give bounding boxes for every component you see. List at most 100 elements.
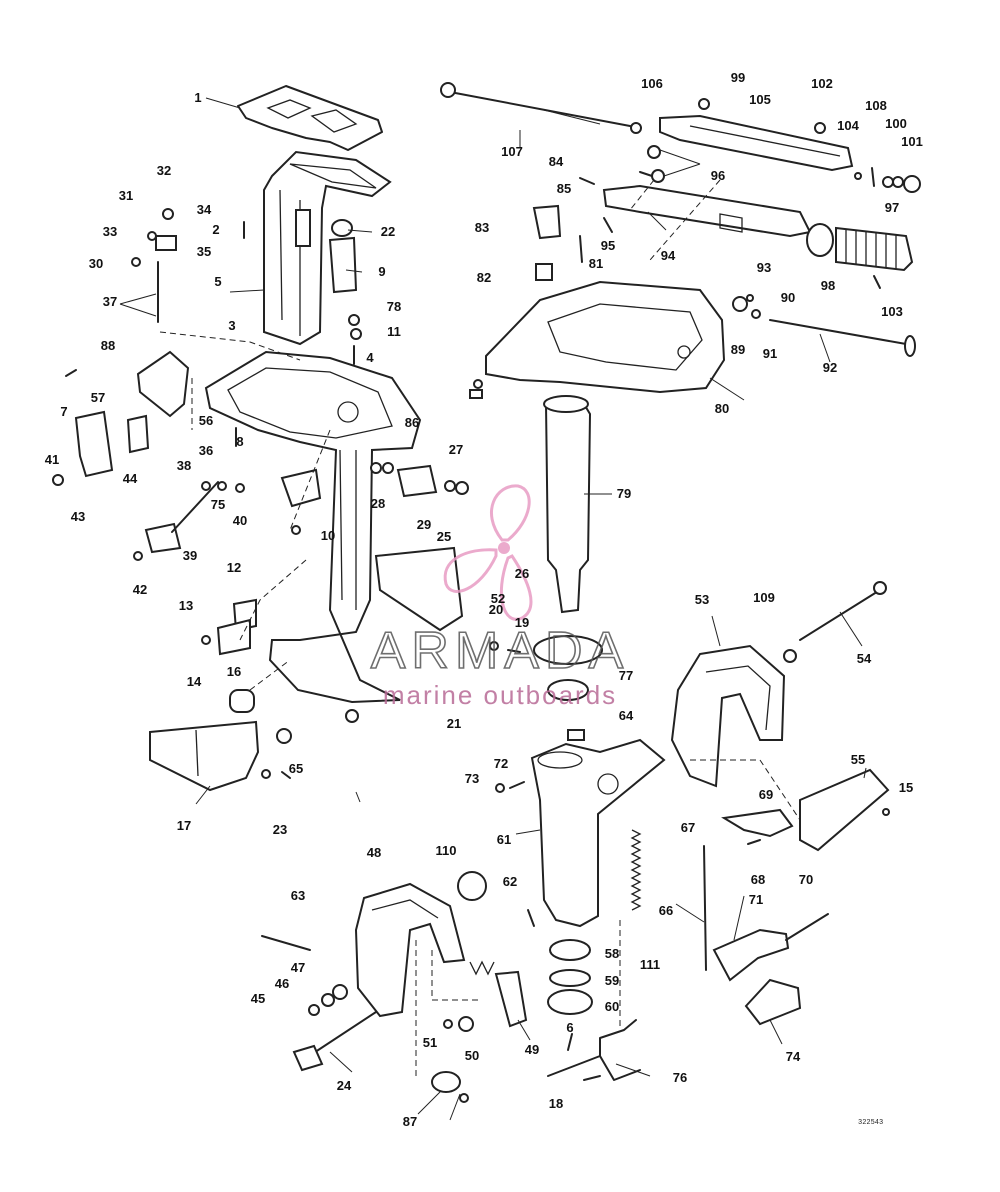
armada-watermark: ARMADA marine outboards: [370, 484, 629, 710]
part-midsection: [204, 350, 422, 704]
callout-55: 55: [851, 752, 865, 767]
callout-95: 95: [601, 238, 615, 253]
callout-5: 5: [214, 274, 221, 289]
callout-45: 45: [251, 991, 265, 1006]
callout-23: 23: [273, 822, 287, 837]
callout-67: 67: [681, 820, 695, 835]
callout-51: 51: [423, 1035, 437, 1050]
part-cam-bracket: [74, 410, 114, 478]
part-cam: [136, 350, 190, 418]
callout-38: 38: [177, 458, 191, 473]
part-mount-link: [126, 414, 150, 454]
part-clamp-ring: [533, 635, 603, 665]
callout-14: 14: [187, 674, 202, 689]
callout-48: 48: [367, 845, 381, 860]
callout-54: 54: [857, 651, 872, 666]
part-stern-bracket-right: [670, 644, 786, 788]
callout-102: 102: [811, 76, 833, 91]
callout-29: 29: [417, 517, 431, 532]
part-latch: [744, 978, 802, 1026]
callout-7: 7: [60, 404, 67, 419]
part-o-ring: [549, 969, 591, 987]
callout-81: 81: [589, 256, 603, 271]
callout-37: 37: [103, 294, 117, 309]
callout-50: 50: [465, 1048, 479, 1063]
callout-86: 86: [405, 415, 419, 430]
callout-111: 111: [640, 957, 660, 972]
watermark-brand: ARMADA: [371, 622, 629, 680]
callout-31: 31: [119, 188, 133, 203]
callout-25: 25: [437, 529, 451, 544]
callout-60: 60: [605, 999, 619, 1014]
part-stern-bracket-left: [354, 882, 466, 1018]
part-mount-plate: [280, 468, 322, 508]
part-steering-housing: [530, 738, 666, 928]
callout-24: 24: [337, 1078, 352, 1093]
callout-64: 64: [619, 708, 634, 723]
callout-17: 17: [177, 818, 191, 833]
callout-108: 108: [865, 98, 887, 113]
callout-91: 91: [763, 346, 777, 361]
callout-56: 56: [199, 413, 213, 428]
part-gasket: [237, 85, 383, 151]
watermark-tagline: marine outboards: [383, 680, 617, 710]
callout-39: 39: [183, 548, 197, 563]
callout-88: 88: [101, 338, 115, 353]
callout-10: 10: [321, 528, 335, 543]
propeller-blade-top: [490, 484, 531, 542]
callout-100: 100: [885, 116, 907, 131]
part-water-tube: [328, 236, 358, 294]
part-tilt-lever: [712, 928, 790, 982]
part-shaft: [769, 319, 907, 345]
part-clamp-pad: [431, 1071, 461, 1093]
callout-73: 73: [465, 771, 479, 786]
callout-49: 49: [525, 1042, 539, 1057]
callout-101: 101: [901, 134, 923, 149]
part-tilt-bolt: [799, 589, 881, 641]
callout-105: 105: [749, 92, 771, 107]
callout-104: 104: [837, 118, 859, 133]
assembly-lines: [159, 179, 801, 1080]
callout-77: 77: [619, 668, 633, 683]
callout-98: 98: [821, 278, 835, 293]
callout-89: 89: [731, 342, 745, 357]
callout-20: 20: [489, 602, 503, 617]
part-cover-plate: [216, 618, 251, 656]
callout-33: 33: [103, 224, 117, 239]
callout-93: 93: [757, 260, 771, 275]
callout-8: 8: [236, 434, 243, 449]
propeller-blade-left: [443, 548, 498, 593]
drawing-number: 322543: [858, 1119, 883, 1127]
callout-labels: 1234567891011121314151617181920212223242…: [45, 70, 923, 1129]
part-swivel-tube: [544, 403, 592, 614]
callout-43: 43: [71, 509, 85, 524]
callout-63: 63: [291, 888, 305, 903]
callout-15: 15: [899, 780, 913, 795]
callout-110: 110: [436, 843, 457, 858]
callout-106: 106: [641, 76, 663, 91]
part-retainer-ring: [547, 989, 593, 1015]
callout-78: 78: [387, 299, 401, 314]
callout-53: 53: [695, 592, 709, 607]
callout-6: 6: [566, 1020, 573, 1035]
callout-103: 103: [881, 304, 903, 319]
propeller-hub: [498, 542, 510, 554]
propeller-blade-right: [499, 554, 533, 621]
callout-13: 13: [179, 598, 193, 613]
callout-65: 65: [289, 761, 303, 776]
part-cylinder: [396, 464, 438, 498]
callout-32: 32: [157, 163, 171, 178]
callout-11: 11: [387, 324, 401, 339]
callout-16: 16: [227, 664, 241, 679]
callout-90: 90: [781, 290, 795, 305]
callout-4: 4: [366, 350, 374, 365]
part-shift-lever: [547, 1019, 641, 1081]
callout-74: 74: [786, 1049, 801, 1064]
callout-27: 27: [449, 442, 463, 457]
part-throttle-rod: [449, 91, 631, 127]
part-tilt-link: [494, 970, 528, 1028]
callout-12: 12: [227, 560, 241, 575]
callout-97: 97: [885, 200, 899, 215]
